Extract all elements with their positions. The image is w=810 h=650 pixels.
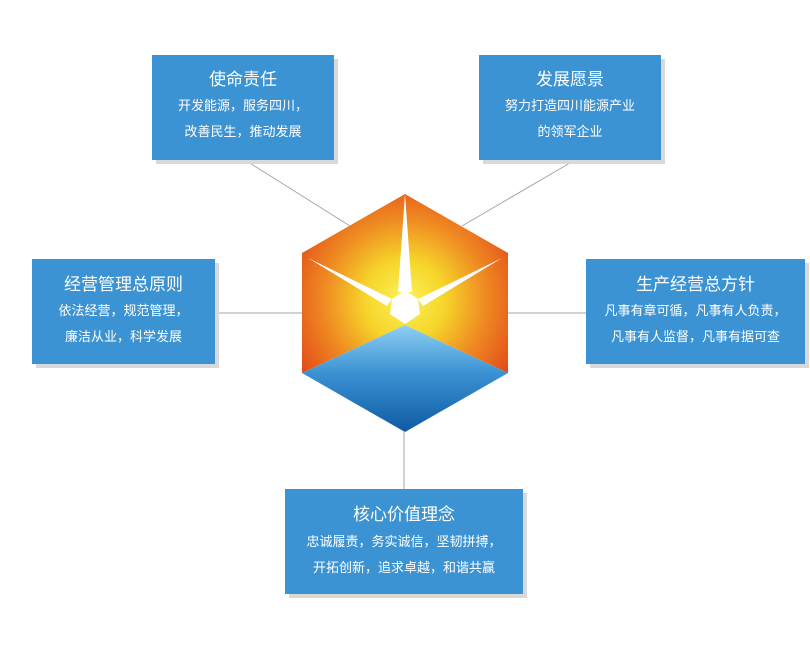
principle-line-1: 依法经营，规范管理，: [58, 304, 189, 319]
principle-title: 经营管理总原则: [64, 275, 183, 295]
vision-title: 发展愿景: [536, 70, 604, 90]
hexagon-bottom-blue: [302, 325, 508, 432]
policy-title: 生产经营总方针: [636, 275, 755, 295]
mission-title: 使命责任: [209, 70, 277, 90]
vision-line-2: 的领军企业: [537, 125, 603, 140]
values-title: 核心价值理念: [353, 505, 455, 525]
mission-card: 使命责任 开发能源，服务四川， 改善民生，推动发展: [152, 55, 334, 160]
connector-vision: [461, 159, 576, 227]
connector-mission: [244, 159, 351, 227]
values-card: 核心价值理念 忠诚履责，务实诚信，坚韧拼搏， 开拓创新，追求卓越，和谐共赢: [285, 489, 523, 594]
policy-line-1: 凡事有章可循，凡事有人负责，: [604, 304, 787, 319]
mission-line-2: 改善民生，推动发展: [184, 125, 302, 140]
values-line-2: 开拓创新，追求卓越，和谐共赢: [312, 561, 495, 576]
star-center: [390, 290, 420, 324]
star-ray-right: [418, 258, 502, 306]
vision-line-1: 努力打造四川能源产业: [504, 99, 635, 114]
principle-card: 经营管理总原则 依法经营，规范管理， 廉洁从业，科学发展: [32, 259, 215, 364]
star-ray-top: [398, 194, 412, 292]
vision-card: 发展愿景 努力打造四川能源产业 的领军企业: [479, 55, 661, 160]
policy-card: 生产经营总方针 凡事有章可循，凡事有人负责， 凡事有人监督，凡事有据可查: [586, 259, 805, 364]
values-line-1: 忠诚履责，务实诚信，坚韧拼搏，: [306, 535, 502, 550]
star-ray-left: [308, 258, 392, 306]
mission-line-1: 开发能源，服务四川，: [177, 99, 308, 114]
principle-line-2: 廉洁从业，科学发展: [64, 330, 182, 345]
policy-line-2: 凡事有人监督，凡事有据可查: [610, 330, 780, 345]
